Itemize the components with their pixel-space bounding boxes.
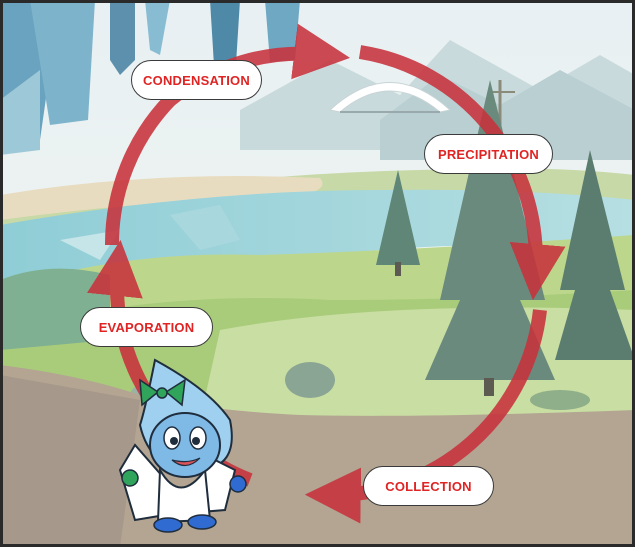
- pine-tree-icon: [376, 80, 635, 396]
- bow-icon: [139, 378, 186, 407]
- evaporation-label: EVAPORATION: [80, 307, 213, 347]
- water-drop-mascot-icon: [118, 358, 247, 533]
- collection-label: COLLECTION: [363, 466, 494, 506]
- bridge-icon: [328, 80, 515, 140]
- condensation-label: CONDENSATION: [131, 60, 262, 100]
- precipitation-label: PRECIPITATION: [424, 134, 553, 174]
